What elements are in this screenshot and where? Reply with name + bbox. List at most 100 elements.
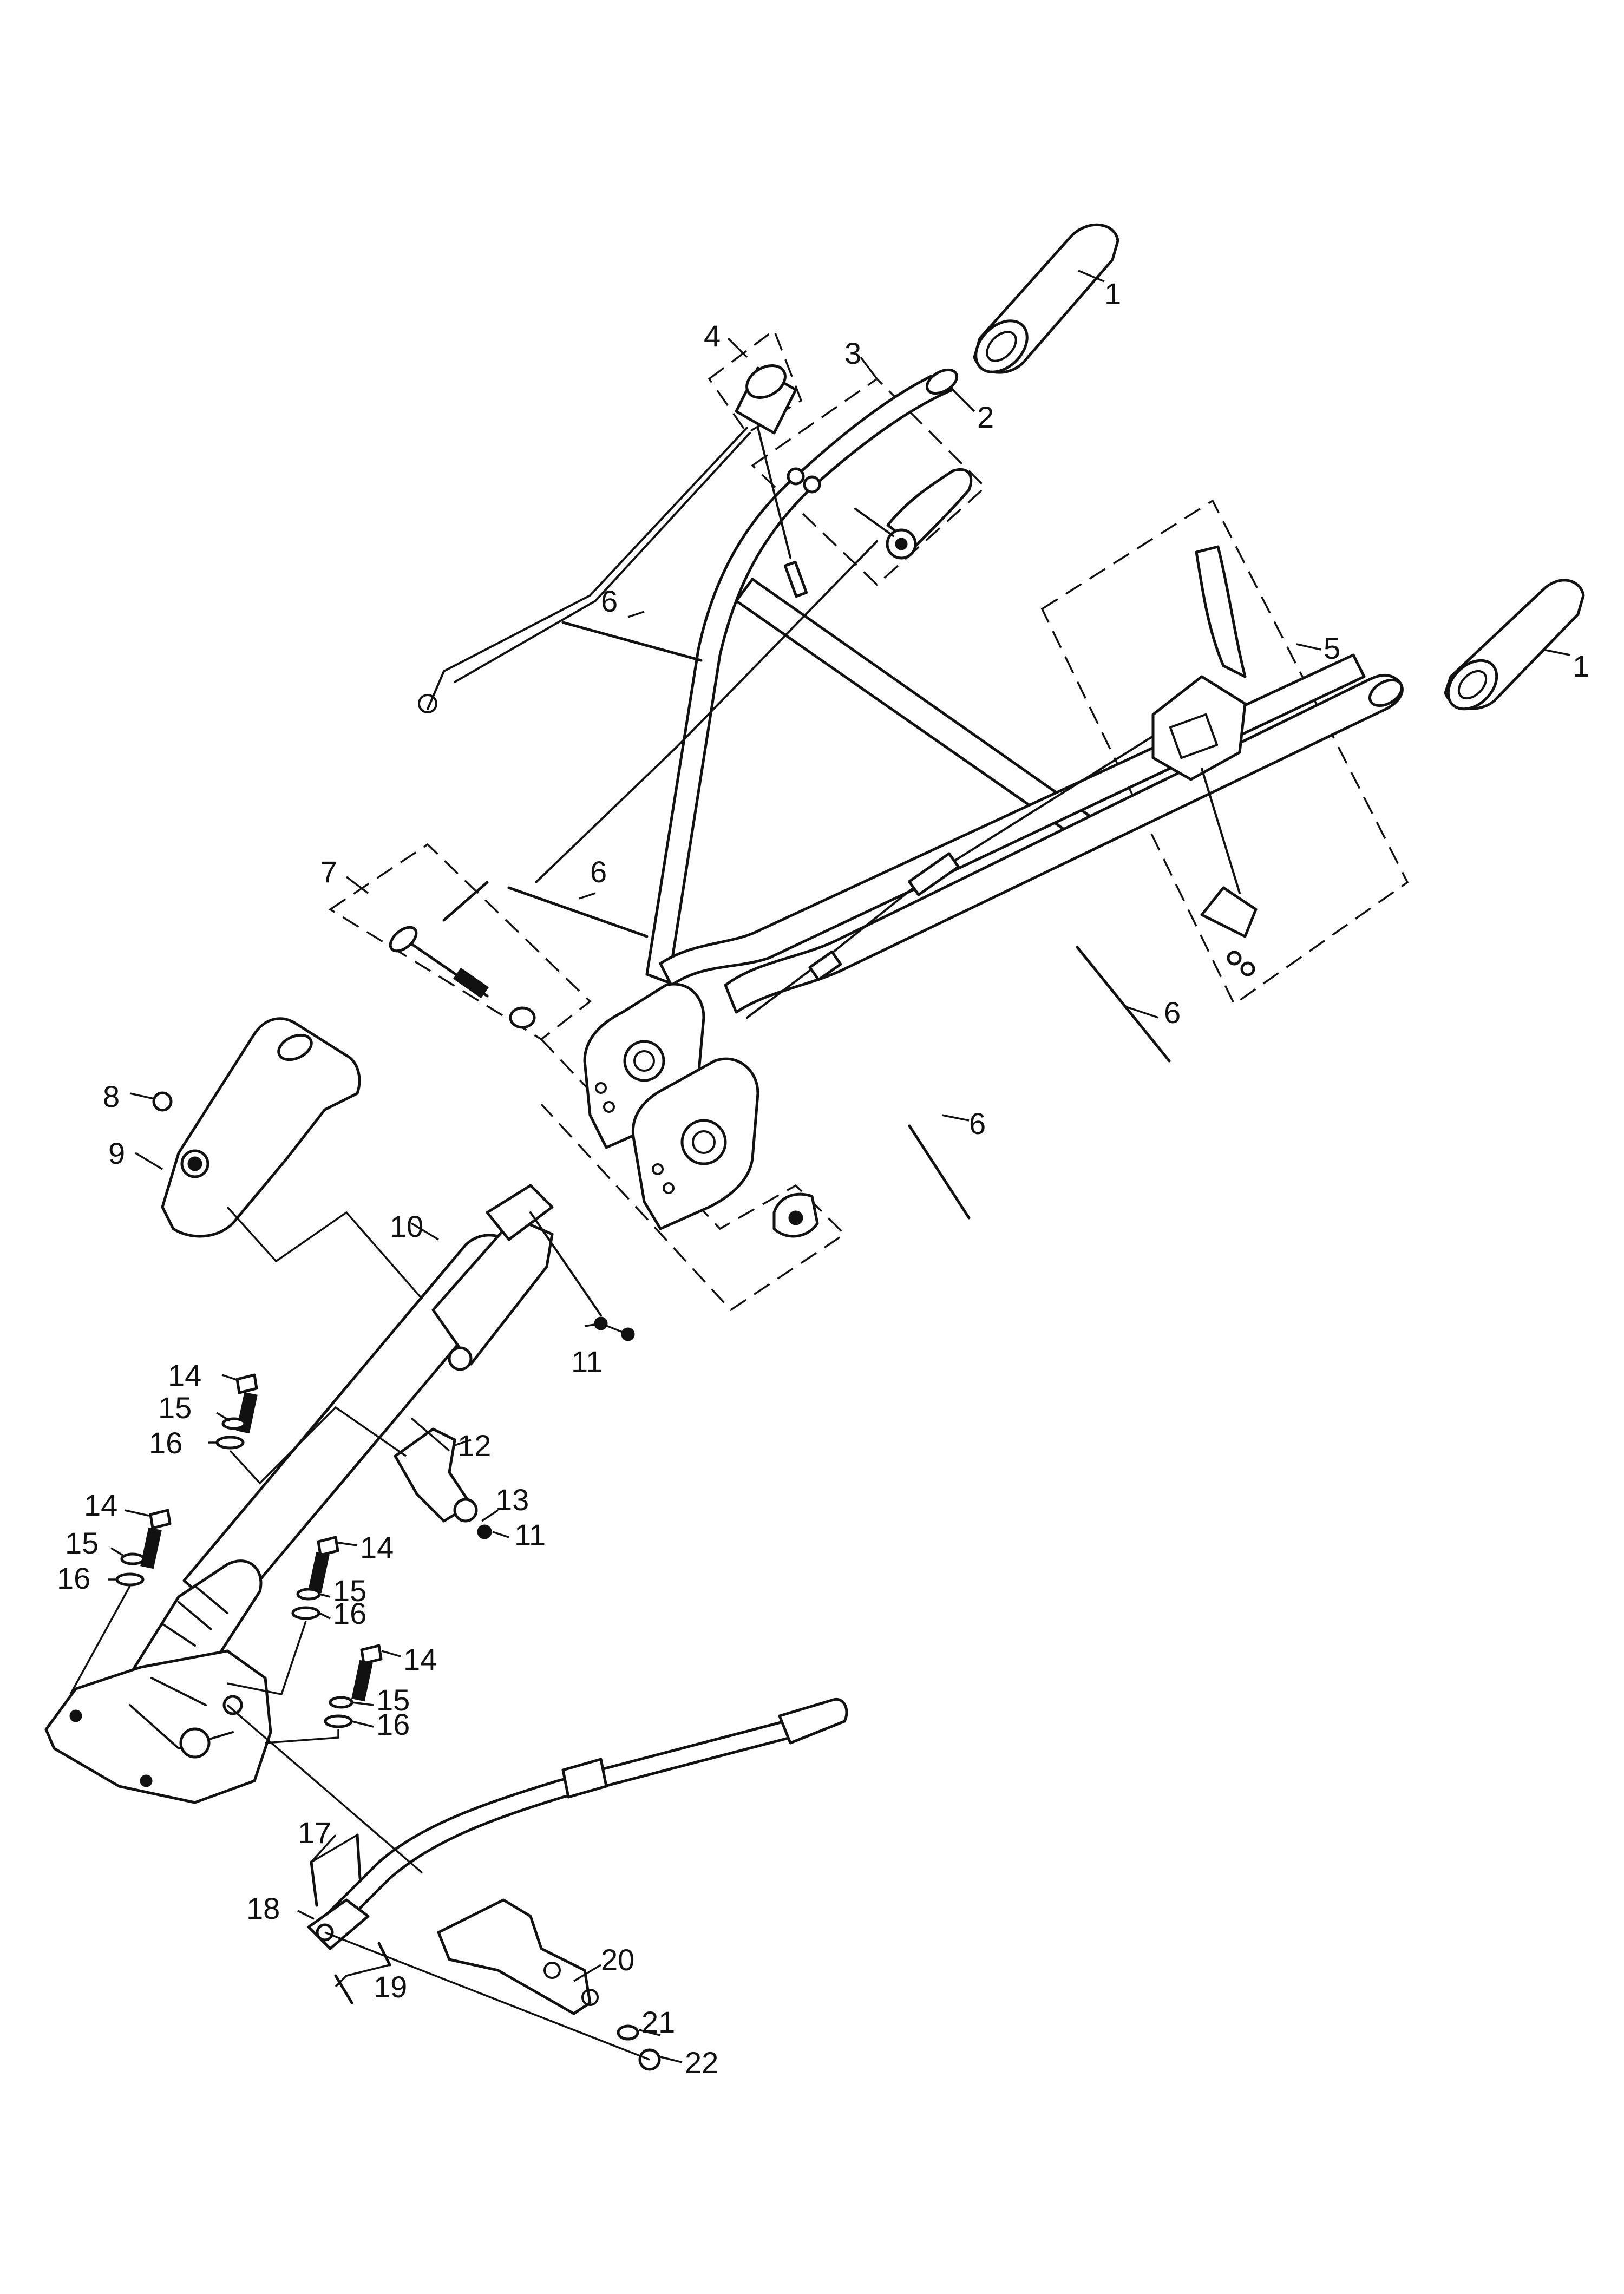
post-link-rod <box>529 1211 602 1316</box>
shift-rod <box>312 1720 792 1939</box>
callout-6d: 6 <box>969 1106 986 1141</box>
pivot-bolt-head <box>389 926 418 953</box>
bolt-head <box>235 1373 258 1394</box>
bracket-20-hole <box>543 1962 561 1979</box>
callout-19: 19 <box>374 1970 407 2004</box>
handle-frame <box>583 368 1404 1230</box>
callout-2: 2 <box>977 400 994 434</box>
callout-6c: 6 <box>1164 995 1181 1030</box>
box-assembly-3 <box>751 377 987 586</box>
post-bracket <box>486 1184 554 1241</box>
handle-post <box>123 1184 635 1685</box>
base-boss <box>179 1727 211 1759</box>
cable-tie <box>507 886 649 938</box>
callout-6b: 6 <box>590 855 607 889</box>
callout-22: 22 <box>685 2046 718 2080</box>
pivot-knob-hole <box>788 1210 803 1225</box>
plate-hole <box>603 1101 615 1113</box>
callout-15c: 15 <box>333 1574 366 1608</box>
bail-bracket <box>1200 886 1258 938</box>
callout-3: 3 <box>844 336 861 370</box>
plate-hole <box>663 1182 675 1194</box>
washer-13 <box>453 1498 478 1523</box>
pin-17b <box>356 1833 362 1880</box>
bracket-20 <box>437 1898 592 2015</box>
post-head-hole <box>448 1346 473 1371</box>
cable-tie <box>1076 946 1171 1063</box>
shift-axis <box>324 1931 650 2061</box>
cable-eyelet <box>418 694 437 713</box>
washer-16 <box>291 1606 320 1620</box>
callout-15a: 15 <box>158 1391 192 1425</box>
cover-screw-hole-inner <box>187 1156 202 1171</box>
bolt-head <box>317 1536 339 1557</box>
callout-16b: 16 <box>57 1561 90 1595</box>
box-assembly-5 <box>1040 499 1409 1006</box>
lower-tube-right <box>724 673 1404 1014</box>
base-axis <box>226 1704 423 1874</box>
washer-15 <box>221 1417 246 1430</box>
throttle-knob <box>735 364 808 598</box>
grip-lower-bore <box>1457 670 1488 700</box>
washer-16 <box>324 1714 353 1728</box>
bracket-12 <box>394 1427 473 1523</box>
screw-11 <box>477 1524 492 1539</box>
bail-screw <box>1227 951 1242 966</box>
callout-9: 9 <box>108 1136 125 1170</box>
bolt-head <box>149 1509 172 1530</box>
callout-5: 5 <box>1324 631 1340 665</box>
base-plate <box>44 1649 272 1804</box>
upper-tube-right <box>659 653 1366 987</box>
cotter-19b <box>377 1942 391 1967</box>
mount-hole-right-inner <box>692 1130 716 1154</box>
cover-body <box>161 1017 361 1238</box>
lever-paddle <box>886 468 973 548</box>
bail-link <box>1201 768 1241 894</box>
callout-20: 20 <box>601 1943 634 1977</box>
callout-14d: 14 <box>403 1642 437 1676</box>
callout-15d: 15 <box>376 1683 410 1717</box>
washer-15 <box>329 1696 353 1709</box>
throttle-cable-upper-2 <box>454 432 751 683</box>
post-boot <box>123 1559 263 1685</box>
tube-end-2 <box>926 368 958 395</box>
plate-hole <box>652 1163 664 1175</box>
bolt-set-a <box>215 1373 258 1450</box>
pin-17 <box>310 1860 318 1907</box>
callout-16a: 16 <box>149 1426 182 1460</box>
callout-1a: 1 <box>1104 277 1121 311</box>
assembly-boxes <box>328 329 1409 1312</box>
bolt-sets <box>115 1373 383 1728</box>
throttle-cables <box>418 427 878 883</box>
cable-tie <box>561 621 703 662</box>
bolt-shank <box>351 1660 373 1702</box>
cable-adjuster <box>908 852 960 896</box>
cable-ties <box>507 621 1171 1220</box>
lever-nut <box>787 467 805 486</box>
bolt-set-c <box>291 1536 339 1620</box>
callout-4: 4 <box>704 319 721 353</box>
callout-6a: 6 <box>601 584 618 618</box>
washer-15 <box>296 1588 321 1601</box>
bail-screw <box>1240 961 1255 976</box>
pivot-pin <box>442 881 489 922</box>
knob-top <box>745 364 787 399</box>
small-bracket <box>394 1427 492 1539</box>
base-plate-detail <box>129 1677 234 1749</box>
callout-7: 7 <box>320 855 337 889</box>
bail-lever-assembly <box>746 545 1258 1019</box>
throttle-cable-upper <box>427 427 748 710</box>
lever-washer <box>803 475 821 494</box>
plate-hole <box>595 1082 607 1094</box>
callout-1b: 1 <box>1573 649 1589 683</box>
callout-13: 13 <box>495 1483 529 1517</box>
lever-pivot-nut <box>895 538 908 550</box>
callout-16c: 16 <box>333 1596 366 1630</box>
throttle-bolt <box>783 560 808 598</box>
grips <box>973 223 1585 711</box>
washer-16 <box>215 1436 245 1450</box>
pivot-hardware <box>389 881 819 1238</box>
box-assembly-7-lower <box>540 1038 846 1312</box>
cotter-19 <box>334 1974 353 2004</box>
cable-tie <box>908 1124 971 1220</box>
